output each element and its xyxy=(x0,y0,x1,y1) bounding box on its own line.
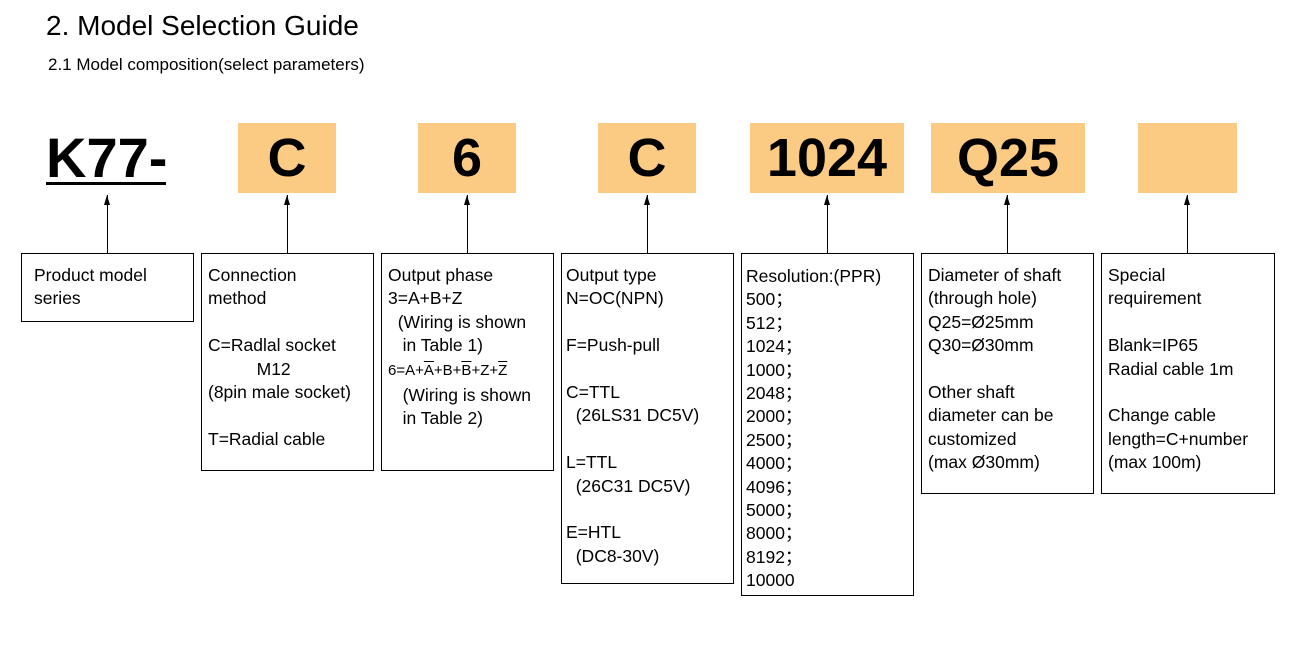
connector-connection xyxy=(287,195,288,253)
box-phase-line: (Wiring is shown xyxy=(388,384,531,405)
box-special-line: requirement xyxy=(1108,288,1202,309)
connector-series xyxy=(107,195,108,253)
box-connection-line: Connection xyxy=(208,265,297,285)
box-resolution-line: 8000； xyxy=(746,523,803,544)
box-shaft-line: diameter can be xyxy=(928,405,1054,426)
box-connection-line: C=Radlal socket xyxy=(208,335,336,356)
box-output-line: F=Push-pull xyxy=(566,335,660,356)
box-special-line: Blank=IP65 xyxy=(1108,335,1198,356)
box-output-line: N=OC(NPN) xyxy=(566,288,664,309)
box-series-line: series xyxy=(34,288,81,309)
page-subtitle: 2.1 Model composition(select parameters) xyxy=(48,55,365,74)
connector-resolution xyxy=(827,195,828,253)
box-output-line xyxy=(566,358,733,381)
box-special: Special requirement Blank=IP65 Radial ca… xyxy=(1101,253,1275,494)
box-connection-line: T=Radial cable xyxy=(208,428,326,449)
box-resolution-line: 2048； xyxy=(746,382,803,403)
box-connection-line xyxy=(208,311,373,334)
phase-6-formula: 6=A+A+B+B+Z+Z xyxy=(388,358,553,384)
box-shaft-line: customized xyxy=(928,428,1017,449)
box-shaft-line: Q30=Ø30mm xyxy=(928,335,1034,356)
box-connection-line: (8pin male socket) xyxy=(208,382,351,403)
box-phase-line: 3=A+B+Z xyxy=(388,288,463,309)
phase-6-part: +Z+ xyxy=(471,361,499,379)
box-resolution-line: 2000； xyxy=(746,406,803,427)
box-shaft-line: (max Ø30mm) xyxy=(928,452,1040,473)
box-resolution-line: 4096； xyxy=(746,476,803,497)
arrowhead-phase xyxy=(464,195,470,205)
series-code: K77- xyxy=(46,126,168,189)
box-resolution-line: 1024； xyxy=(746,336,803,357)
box-output-line: (DC8-30V) xyxy=(566,545,660,566)
box-special-line: length=C+number xyxy=(1108,428,1249,449)
connector-phase xyxy=(467,195,468,253)
arrowhead-resolution xyxy=(824,195,830,205)
box-series: Product model series xyxy=(21,253,194,322)
phase-6-part: 6=A+ xyxy=(388,361,424,379)
box-shaft-line xyxy=(928,358,1093,381)
box-special-line: Change cable xyxy=(1108,405,1216,426)
box-output-line: L=TTL xyxy=(566,452,618,473)
box-resolution-line: 2500； xyxy=(746,429,803,450)
arrowhead-series xyxy=(104,195,110,205)
connector-special xyxy=(1187,195,1188,253)
arrowhead-shaft xyxy=(1004,195,1010,205)
box-output-type: Output type N=OC(NPN) F=Push-pull C=TTL … xyxy=(561,253,734,584)
box-special-line xyxy=(1108,381,1274,404)
box-connection-line: M12 xyxy=(208,358,291,379)
box-resolution-line: 1000； xyxy=(746,359,803,380)
box-phase-line: in Table 2) xyxy=(388,408,484,429)
phase-6-part-inverted: A xyxy=(423,361,434,379)
code-connection: C xyxy=(238,123,336,193)
code-resolution: 1024 xyxy=(750,123,904,193)
box-phase-line: Output phase xyxy=(388,265,494,285)
connector-shaft xyxy=(1007,195,1008,253)
box-shaft: Diameter of shaft (through hole) Q25=Ø25… xyxy=(921,253,1094,494)
arrowhead-connection xyxy=(284,195,290,205)
box-series-line: Product model xyxy=(34,265,147,285)
box-output-line: Output type xyxy=(566,265,657,285)
box-output-line xyxy=(566,498,733,521)
box-special-line: Special xyxy=(1108,265,1166,285)
phase-6-part-inverted: Z xyxy=(498,361,508,379)
box-connection-line: method xyxy=(208,288,267,309)
box-output-line: E=HTL xyxy=(566,522,621,543)
arrowhead-output xyxy=(644,195,650,205)
code-output-phase: 6 xyxy=(418,123,516,193)
box-output-line: (26C31 DC5V) xyxy=(566,475,691,496)
box-output-line xyxy=(566,311,733,334)
box-resolution-line: 8192； xyxy=(746,546,803,567)
box-output-phase: Output phase 3=A+B+Z (Wiring is shown in… xyxy=(381,253,554,471)
box-resolution-line: 10000 xyxy=(746,570,795,591)
box-connection-line xyxy=(208,404,373,427)
box-shaft-line: Other shaft xyxy=(928,382,1015,403)
arrowhead-special xyxy=(1184,195,1190,205)
box-special-line: (max 100m) xyxy=(1108,452,1202,473)
code-output-type: C xyxy=(598,123,696,193)
box-resolution-line: 500； xyxy=(746,289,793,310)
box-resolution-line: Resolution:(PPR) xyxy=(746,266,882,286)
box-output-line: (26LS31 DC5V) xyxy=(566,405,700,426)
box-resolution: Resolution:(PPR) 500； 512； 1024； 1000； 2… xyxy=(741,253,914,596)
code-shaft: Q25 xyxy=(931,123,1085,193)
phase-6-part: +B+ xyxy=(433,361,462,379)
series-underline xyxy=(46,182,166,185)
box-phase-line: in Table 1) xyxy=(388,335,484,356)
box-resolution-line: 512； xyxy=(746,312,793,333)
box-output-line: C=TTL xyxy=(566,382,620,402)
box-resolution-line: 5000； xyxy=(746,499,803,520)
box-connection: Connection method C=Radlal socket M12 (8… xyxy=(201,253,374,471)
phase-6-part-inverted: B xyxy=(461,361,472,379)
box-phase-line: (Wiring is shown xyxy=(388,311,527,332)
box-resolution-line: 4000； xyxy=(746,453,803,474)
box-special-line xyxy=(1108,311,1274,334)
box-shaft-line: Diameter of shaft xyxy=(928,265,1062,285)
box-output-line xyxy=(566,428,733,451)
box-special-line: Radial cable 1m xyxy=(1108,358,1234,379)
page-title: 2. Model Selection Guide xyxy=(46,10,359,41)
connector-output xyxy=(647,195,648,253)
box-shaft-line: Q25=Ø25mm xyxy=(928,311,1034,332)
code-special xyxy=(1138,123,1237,193)
box-shaft-line: (through hole) xyxy=(928,288,1037,309)
